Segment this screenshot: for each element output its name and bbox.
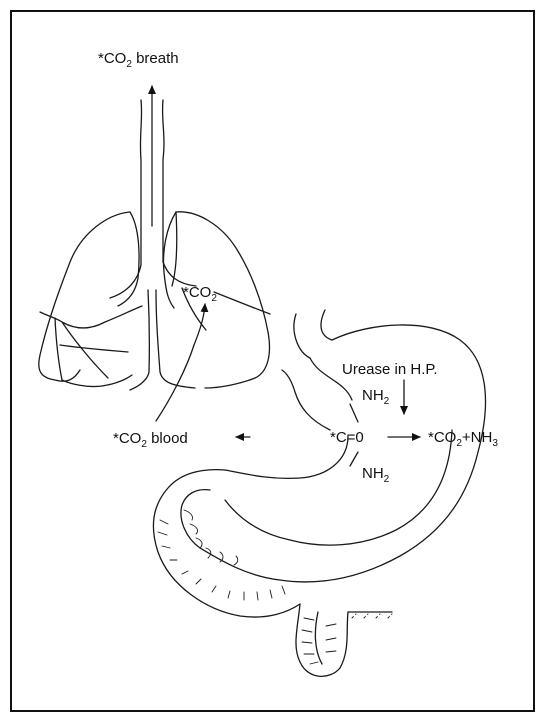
- bond-bottom: [350, 452, 358, 466]
- arrow-stroke-urea-side: [282, 370, 330, 430]
- label-nh2-bottom: NH2: [362, 465, 390, 485]
- outer-border: [11, 11, 534, 711]
- trachea-left: [140, 100, 141, 265]
- label-nh2-top: NH2: [362, 387, 390, 407]
- label-urease: Urease in H.P.: [342, 361, 438, 378]
- arrow-blood-to-lungs: [156, 304, 205, 421]
- label-co2-breath: *CO2 breath: [98, 50, 179, 70]
- bronchus-left: [110, 265, 141, 298]
- lungs-illustration: [39, 100, 270, 390]
- label-products: *CO2+NH3: [428, 429, 498, 449]
- mediastinum-left: [130, 290, 149, 390]
- trachea-right: [163, 100, 164, 262]
- mucosal-folds: [158, 510, 392, 664]
- bond-top: [350, 404, 358, 422]
- bronchus-right: [163, 262, 196, 286]
- label-co2-blood: *CO2 blood: [113, 430, 188, 450]
- label-urea-center: *C=0: [330, 429, 364, 446]
